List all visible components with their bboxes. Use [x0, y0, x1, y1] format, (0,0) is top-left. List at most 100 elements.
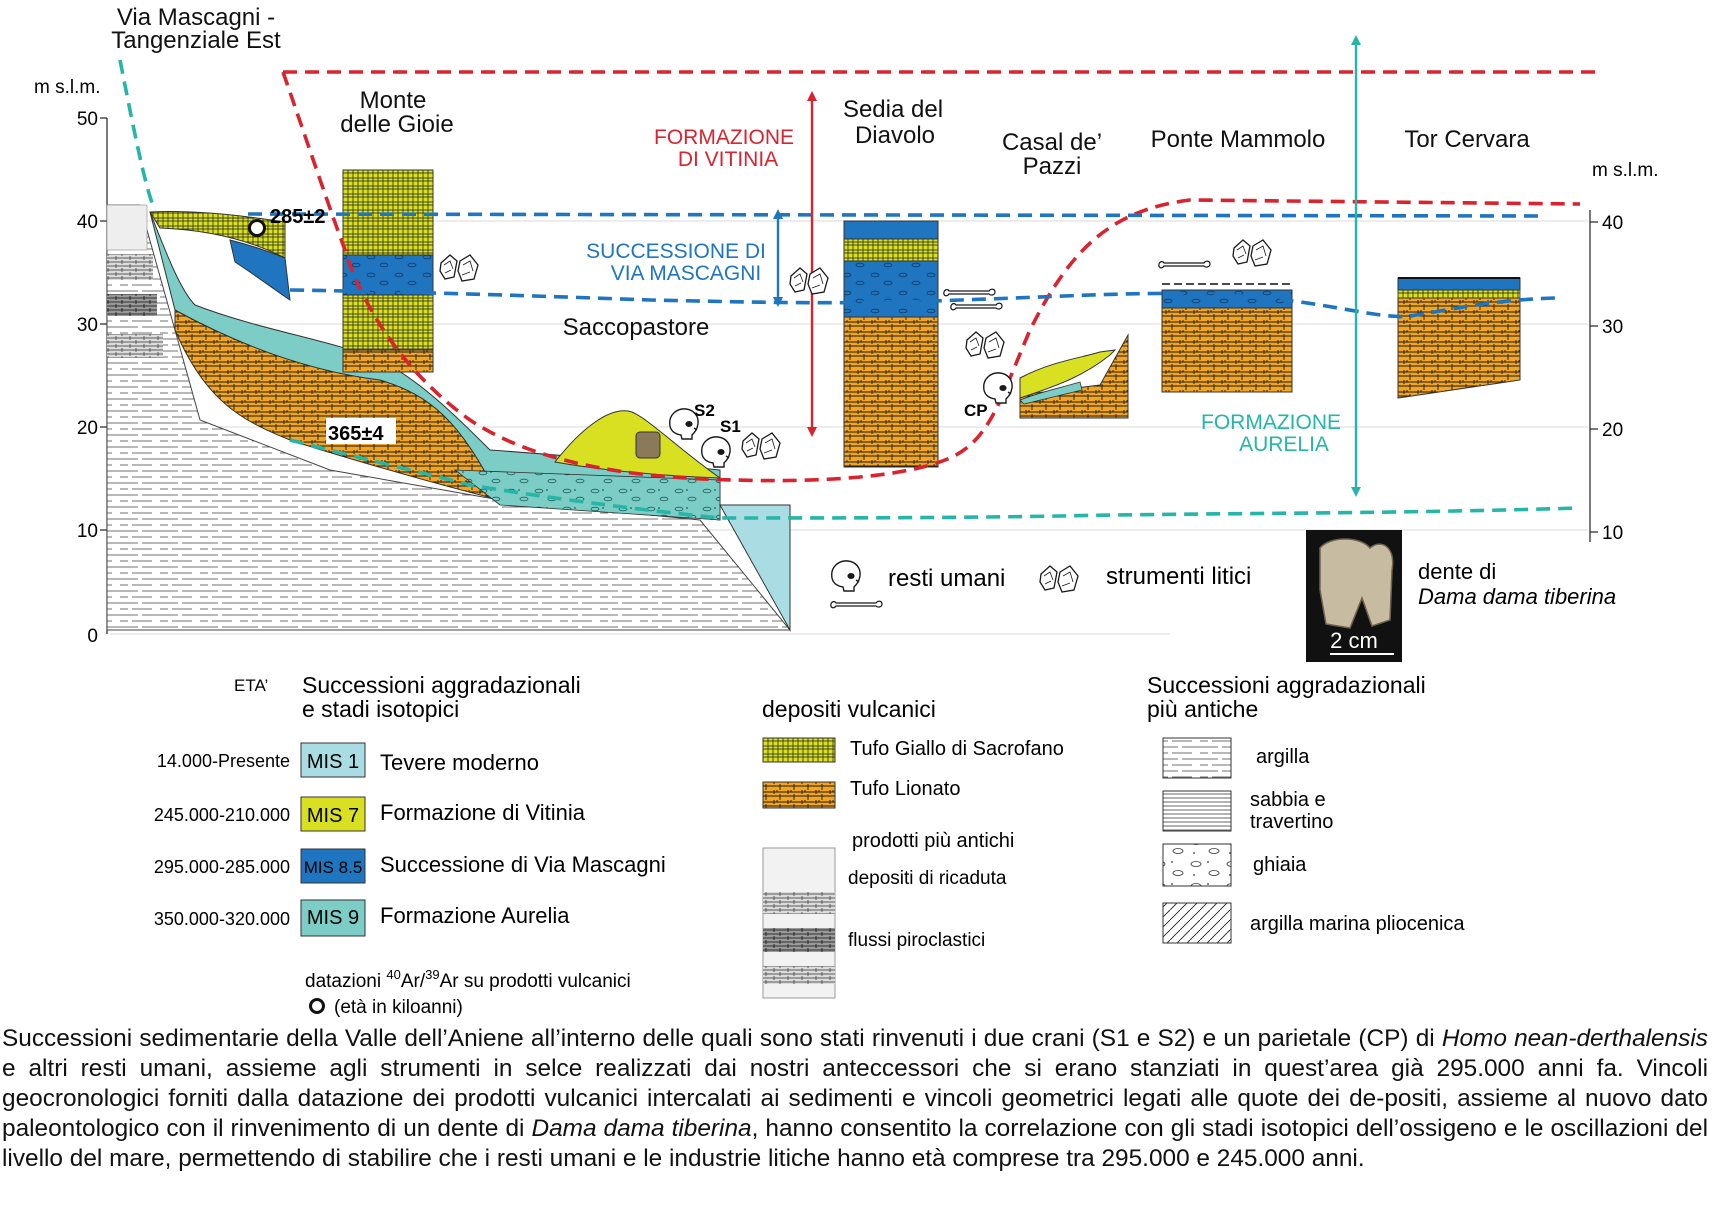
- site-sedia-del-diavolo-2: Diavolo: [855, 122, 935, 149]
- tufo-lionato-swatch: [762, 781, 836, 809]
- figure-caption: Successioni sedimentarie della Valle del…: [2, 1024, 1708, 1174]
- mis-85-age: 295.000-285.000: [154, 857, 290, 877]
- legend-datazioni-3: (età in kiloanni): [334, 997, 463, 1018]
- lithic-tools-icon: [1039, 565, 1079, 593]
- skull-icon-s1: [701, 436, 731, 468]
- caption-part-2: e altri resti umani, assieme agli strume…: [2, 1055, 1708, 1142]
- legend-flussi: flussi piroclastici: [848, 930, 985, 951]
- site-monte-delle-gioie: Monte: [360, 87, 427, 114]
- site-casal-de-pazzi-2: Pazzi: [1023, 153, 1082, 180]
- left-tick-50: 50: [77, 109, 98, 130]
- legend-tufo-lionato: Tufo Lionato: [850, 778, 960, 800]
- label-successione-mascagni: SUCCESSIONE DI: [586, 240, 766, 263]
- volcanic-legend: depositi vulcanici Tufo Giallo di Sacrof…: [762, 696, 1064, 999]
- mis-85-swatch: [300, 848, 366, 884]
- left-tick-40: 40: [77, 212, 98, 233]
- ghiaia-swatch: [1162, 843, 1232, 887]
- scale-label: 2 cm: [1330, 628, 1378, 653]
- left-elevation-axis: m s.l.m. 50 40 30 20 10 0: [34, 77, 108, 647]
- mis-7-name: Formazione di Vitinia: [380, 800, 586, 825]
- mis-1-name: Tevere moderno: [380, 750, 539, 775]
- label-s1: S1: [720, 417, 741, 436]
- label-formazione-vitinia-2: DI VITINIA: [678, 148, 778, 171]
- bone-icon-sedia: [943, 288, 996, 297]
- human-bone-icon: [830, 600, 883, 609]
- tufo-giallo-swatch: [762, 737, 836, 763]
- column-sedia-del-diavolo: [843, 220, 939, 468]
- bone-icon-ponte: [1158, 260, 1211, 269]
- legend-tufo-giallo: Tufo Giallo di Sacrofano: [850, 738, 1064, 760]
- legend-ghiaia: ghiaia: [1253, 854, 1307, 876]
- site-casal-de-pazzi: Casal de’: [1002, 129, 1102, 156]
- tools-icon-ponte: [1232, 239, 1272, 267]
- mis-1-code: MIS 1: [307, 751, 359, 773]
- human-remains-icon: [831, 560, 861, 592]
- flussi-swatch: [763, 928, 835, 952]
- right-tick-30: 30: [1602, 317, 1623, 338]
- legend-sabbia: sabbia e: [1250, 789, 1326, 811]
- date-marker-285: [248, 219, 266, 237]
- tools-icon-saccopastore: [741, 432, 781, 460]
- date-365-bg: [326, 418, 396, 444]
- skull-icon-cp: [983, 372, 1013, 404]
- date-365: 365±4: [328, 423, 384, 445]
- caption-part-1: Successioni sedimentarie della Valle del…: [2, 1025, 1442, 1052]
- legend-date-marker: [309, 998, 325, 1014]
- tools-icon-monte: [439, 254, 479, 282]
- ricaduta-swatch: [763, 892, 835, 914]
- right-tick-40: 40: [1602, 213, 1623, 234]
- site-ponte-mammolo: Ponte Mammolo: [1151, 126, 1326, 153]
- right-axis-label: m s.l.m.: [1592, 160, 1659, 181]
- site-via-mascagni: Via Mascagni -: [117, 4, 275, 31]
- label-successione-mascagni-2: VIA MASCAGNI: [611, 262, 762, 285]
- date-285: 285±2: [270, 206, 325, 228]
- column-ponte-mammolo: [1161, 283, 1293, 393]
- mis-7-age: 245.000-210.000: [154, 805, 290, 825]
- site-saccopastore: Saccopastore: [563, 314, 710, 341]
- label-s2: S2: [694, 401, 715, 420]
- site-sedia-del-diavolo: Sedia del: [843, 96, 943, 123]
- legend-succ-title: Successioni aggradazionali: [302, 672, 581, 698]
- older-legend: Successioni aggradazionali più antiche a…: [1147, 672, 1465, 944]
- caption-species-2: Dama dama tiberina: [531, 1115, 752, 1142]
- legend-succ-title-2: e stadi isotopici: [302, 696, 459, 722]
- site-monte-delle-gioie-2: delle Gioie: [340, 111, 453, 138]
- legend-sabbia-2: travertino: [1250, 811, 1333, 833]
- sabbia-swatch: [1162, 790, 1232, 832]
- tooth-icon: [1319, 538, 1394, 629]
- bone-icon-sedia-2: [950, 302, 1003, 311]
- icon-legend: resti umani strumenti litici 2 cm dente …: [830, 530, 1616, 662]
- finds-icons: [439, 239, 1272, 468]
- mis-9-name: Formazione Aurelia: [380, 903, 570, 928]
- caption-part-3: , hanno consentito la correlazione con g…: [2, 1115, 1708, 1172]
- mis-9-swatch: [300, 899, 366, 937]
- label-formazione-aurelia: FORMAZIONE: [1201, 411, 1341, 434]
- mis-85-code: MIS 8.5: [304, 858, 363, 877]
- legend-argilla-marina: argilla marina pliocenica: [1250, 913, 1465, 935]
- mis-9-code: MIS 9: [307, 907, 359, 929]
- legend-human-remains: resti umani: [888, 565, 1005, 592]
- mis-1-age: 14.000-Presente: [157, 751, 290, 771]
- column-tor-cervara: [1397, 277, 1521, 399]
- legend-eta: ETA’: [234, 676, 268, 695]
- left-tick-10: 10: [77, 521, 98, 542]
- legend-tooth-species: Dama dama tiberina: [1418, 584, 1616, 609]
- tooth-icon-saccopastore: [635, 431, 661, 459]
- legend-ricaduta: depositi di ricaduta: [848, 868, 1007, 889]
- tools-icon-casal: [965, 331, 1005, 359]
- legend-prodotti: prodotti più antichi: [852, 830, 1014, 852]
- label-formazione-aurelia-2: AURELIA: [1239, 433, 1329, 456]
- ricaduta-swatch-2: [763, 966, 835, 984]
- legend-old-title: Successioni aggradazionali: [1147, 672, 1426, 698]
- left-tick-0: 0: [87, 626, 98, 647]
- mis-85-name: Successione di Via Mascagni: [380, 852, 666, 877]
- right-tick-20: 20: [1602, 420, 1623, 441]
- mis-legend: ETA’ Successioni aggradazionali e stadi …: [154, 672, 666, 1018]
- argilla-marina-swatch: [1162, 902, 1232, 944]
- label-formazione-vitinia: FORMAZIONE: [654, 126, 794, 149]
- site-tor-cervara: Tor Cervara: [1404, 126, 1530, 153]
- legend-lithic-tools: strumenti litici: [1106, 563, 1251, 590]
- boundary-lines: [120, 60, 1600, 520]
- mis-7-code: MIS 7: [307, 805, 359, 827]
- legend-argilla: argilla: [1256, 746, 1310, 768]
